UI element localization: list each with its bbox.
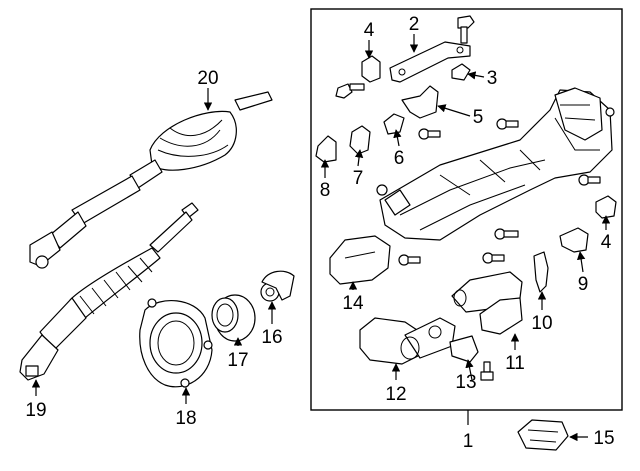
callout-20: 20 [197,68,218,89]
bolt-right [578,174,601,186]
callout-17: 17 [227,350,248,371]
connector-part-15 [517,419,569,451]
bolt-mid [418,128,441,140]
callout-5: 5 [473,107,484,128]
bracket-part-8 [315,135,337,163]
bolt-upper [457,15,475,44]
steering-column-body [376,87,615,241]
callout-12: 12 [385,384,406,405]
intermediate-shaft-part-20 [29,91,273,269]
wedge-part-13 [449,335,479,363]
lower-shaft-part-19 [19,202,199,381]
callout-1: 1 [463,431,474,452]
callout-18: 18 [175,408,196,429]
callout-19: 19 [25,400,46,421]
callout-13: 13 [455,372,476,393]
leader-6 [393,129,402,147]
bracket-part-5 [401,85,439,119]
callout-9: 9 [578,274,589,295]
bracket-part-6 [383,113,405,135]
bolt-left [335,83,365,99]
bracket-part-7 [349,125,371,155]
callout-2: 2 [409,14,420,35]
leader-9 [576,251,586,273]
clip-part-10 [533,251,549,293]
callout-3: 3 [487,68,498,89]
callout-8: 8 [320,180,331,201]
callout-16: 16 [261,327,282,348]
bolt-lower-pair [482,228,519,264]
callout-15: 15 [593,428,614,449]
bracket-part-9 [559,227,589,253]
callout-10: 10 [531,313,552,334]
leader-5 [437,104,471,117]
bolt-right-upper [496,118,519,130]
callout-11: 11 [505,353,525,374]
callout-14: 14 [342,293,364,314]
callout-4-lower: 4 [601,232,612,253]
callout-6: 6 [394,148,405,169]
clip-part-3 [451,63,471,81]
screw-13 [480,361,494,381]
leader-13 [465,359,474,381]
bearing-housing-part-18 [139,298,213,388]
leader-3 [467,71,485,80]
callout-4-upper: 4 [364,20,375,41]
bushing-part-17 [211,294,256,342]
column-assembly-frame [310,8,623,411]
leader-7 [354,149,364,167]
lock-bracket-part-14 [329,235,391,285]
clip-part-4-lower [595,195,617,219]
clip-part-4-upper [361,55,381,83]
clip-part-16 [260,270,295,302]
motor-part-11 [451,271,523,335]
bracket-part-2 [389,41,471,83]
motor-part-12 [359,317,456,365]
bolt-14 [398,254,421,266]
callout-7: 7 [353,168,364,189]
